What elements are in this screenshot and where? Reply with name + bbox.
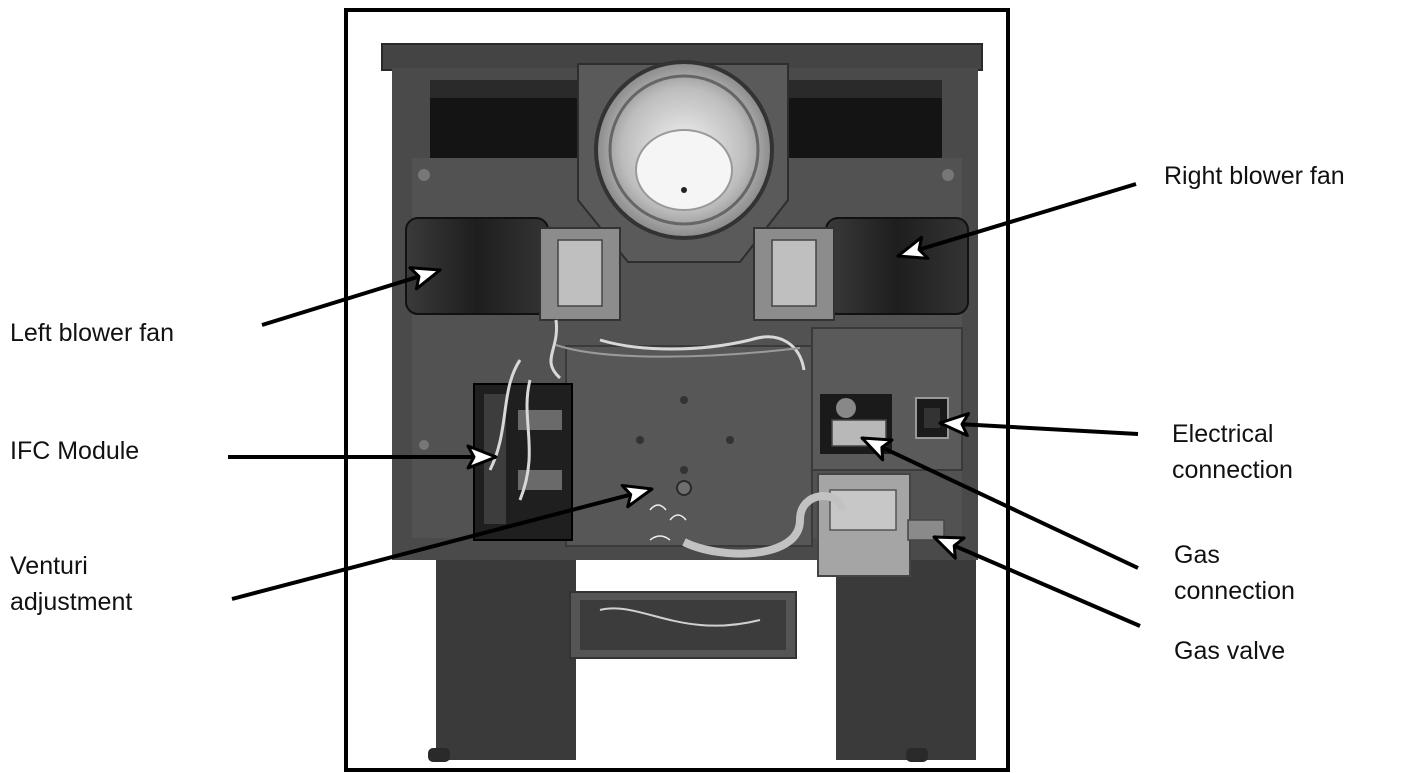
callout-gas-valve (932, 535, 1141, 628)
label-left-blower-fan: Left blower fan (10, 319, 174, 347)
label-electrical-line-1: Electrical (1172, 420, 1274, 448)
label-electrical-connection: Electrical connection (1172, 416, 1293, 488)
label-ifc-module: IFC Module (10, 437, 140, 465)
left-leg (436, 555, 576, 760)
label-venturi-line-1: Venturi (10, 552, 88, 580)
wiring-harness (488, 319, 806, 501)
label-gas-connection: Gas connection (1174, 537, 1295, 609)
label-venturi-line-2: adjustment (10, 588, 133, 616)
label-gas-connection-line-2: connection (1174, 577, 1295, 605)
stove-illustration (381, 43, 983, 762)
label-gas-valve: Gas valve (1174, 637, 1286, 665)
callout-venturi (231, 483, 654, 601)
left-blower-housing (405, 217, 549, 315)
right-leg (836, 555, 976, 760)
gas-line (682, 492, 846, 558)
label-electrical-line-2: connection (1172, 456, 1293, 484)
label-right-blower-fan: Right blower fan (1164, 162, 1345, 190)
label-venturi-adjustment: Venturi adjustment (10, 548, 132, 620)
callout-gas-connection (860, 436, 1139, 570)
callout-right-blower (896, 182, 1137, 260)
callout-electrical (938, 412, 1139, 438)
callout-lines (228, 182, 1141, 628)
center-plate (565, 345, 813, 547)
right-blower-housing (825, 217, 969, 315)
callout-left-blower (261, 266, 442, 327)
label-gas-connection-line-1: Gas (1174, 541, 1220, 569)
